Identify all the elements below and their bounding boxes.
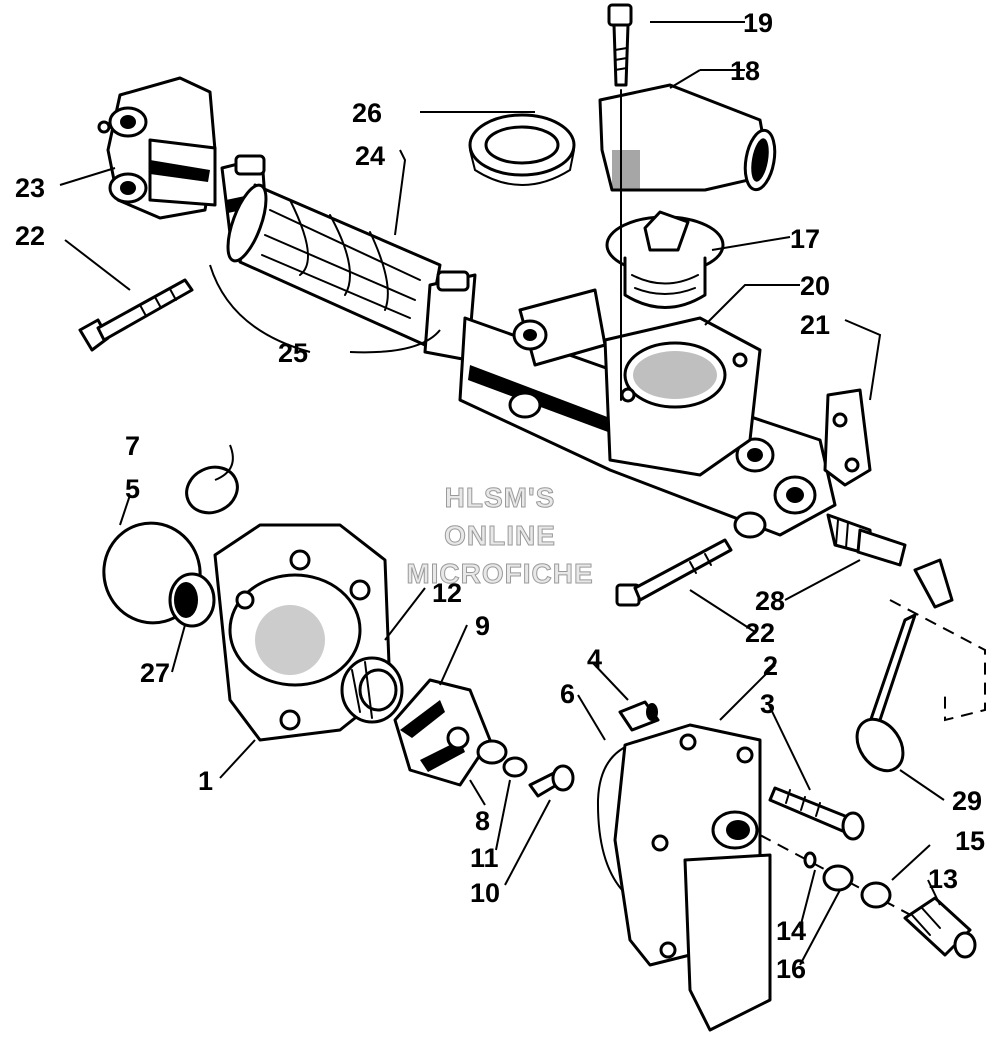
washer-14 — [803, 851, 817, 869]
o-ring-7 — [185, 465, 239, 515]
callout-25: 25 — [278, 338, 308, 368]
coolant-hose — [226, 183, 442, 347]
callout-20: 20 — [800, 271, 830, 301]
leader-lines — [59, 21, 945, 966]
callout-3: 3 — [760, 689, 775, 719]
hose-fitting-28 — [826, 513, 907, 567]
callout-22-lower: 22 — [745, 618, 775, 648]
dowel-pin — [618, 700, 660, 732]
seal-ring — [468, 113, 576, 186]
callout-numbers: 19 18 26 24 17 20 21 23 22 25 7 5 27 12 … — [15, 8, 985, 984]
callout-18: 18 — [730, 56, 760, 86]
cable-tie — [855, 613, 917, 773]
watermark: HLSM'S ONLINE MICROFICHE — [406, 482, 593, 590]
bolt-3 — [768, 786, 865, 841]
callout-7: 7 — [125, 431, 140, 461]
callout-4: 4 — [587, 644, 602, 674]
bolt-22-lower — [615, 538, 733, 607]
elbow-connector — [913, 558, 954, 609]
callout-23: 23 — [15, 173, 45, 203]
coolant-manifold-assembly — [97, 76, 872, 539]
callout-27: 27 — [140, 658, 170, 688]
washer-8 — [476, 739, 508, 765]
bolt-22-upper — [78, 278, 194, 352]
left-elbow-fitting — [97, 76, 217, 220]
callout-6: 6 — [560, 679, 575, 709]
hose-route-dashed — [889, 599, 986, 722]
callout-24: 24 — [355, 141, 385, 171]
o-ring-6 — [596, 739, 651, 906]
callout-21: 21 — [800, 310, 830, 340]
callout-15: 15 — [955, 826, 985, 856]
callout-19: 19 — [743, 8, 773, 38]
callout-11: 11 — [470, 843, 499, 873]
thermostat — [605, 210, 725, 309]
bolt-19 — [607, 3, 633, 401]
callout-28: 28 — [755, 586, 785, 616]
washer-16 — [822, 864, 854, 892]
callout-26: 26 — [352, 98, 382, 128]
callout-5: 5 — [125, 474, 140, 504]
callout-13: 13 — [928, 864, 958, 894]
callout-22-upper: 22 — [15, 221, 45, 251]
callout-29: 29 — [952, 786, 982, 816]
washer-15 — [860, 881, 892, 909]
thermostat-housing — [603, 316, 762, 477]
pump-shaft-seal — [340, 656, 404, 724]
watermark-line-2: ONLINE — [444, 520, 556, 551]
callout-8: 8 — [475, 806, 490, 836]
outlet-elbow — [598, 83, 777, 192]
callout-2: 2 — [763, 651, 778, 681]
callout-14: 14 — [776, 916, 806, 946]
watermark-line-1: HLSM'S — [445, 482, 556, 513]
callout-10: 10 — [470, 878, 500, 908]
pump-cover — [613, 723, 772, 1032]
impeller — [393, 678, 492, 787]
callout-1: 1 — [198, 766, 213, 796]
callout-17: 17 — [790, 224, 820, 254]
watermark-line-3: MICROFICHE — [406, 558, 593, 589]
screw-10 — [528, 764, 575, 798]
washer-11 — [502, 756, 528, 778]
seal-27 — [168, 572, 216, 628]
temperature-sensor — [903, 896, 977, 959]
callout-12: 12 — [432, 578, 462, 608]
callout-16: 16 — [776, 954, 806, 984]
callout-9: 9 — [475, 611, 490, 641]
flange-gasket — [823, 388, 872, 487]
